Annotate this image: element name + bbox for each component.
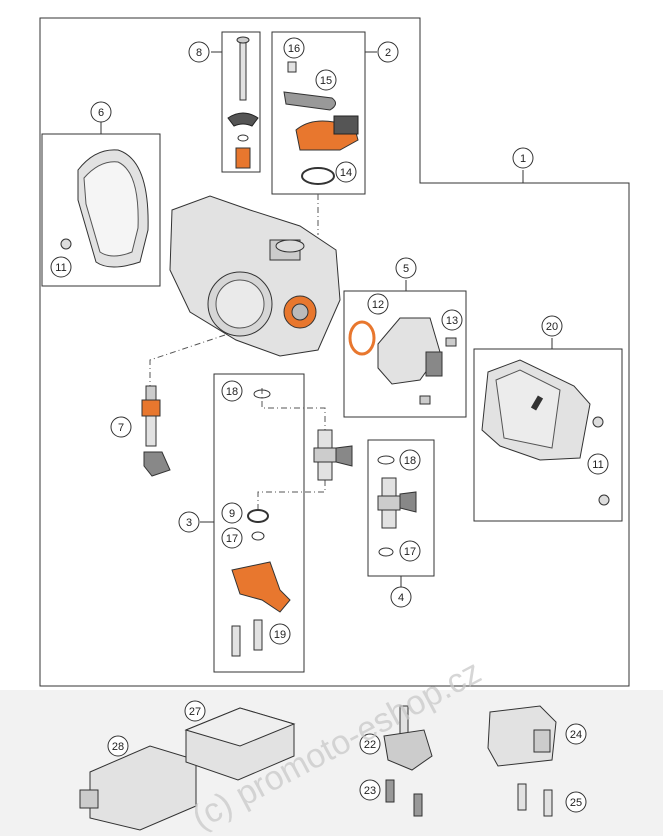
frame-20 — [473, 348, 623, 522]
cover-part-6 — [60, 149, 149, 268]
callout-label-16: 16 — [288, 43, 300, 55]
frame-5 — [343, 290, 467, 418]
callout-label-7: 7 — [118, 422, 124, 434]
callout-label-11: 11 — [55, 262, 66, 274]
callout-circle-24 — [565, 723, 587, 745]
sensor-part-5 — [348, 317, 457, 405]
callout-labels: 1234567891112131415161718192022232425272… — [50, 37, 609, 813]
callout-label-4: 4 — [398, 592, 404, 604]
callout-circle-16 — [283, 37, 305, 59]
callout-circle-18 — [221, 380, 243, 402]
callout-label-3: 3 — [186, 517, 192, 529]
callout-circle-c11b — [587, 453, 609, 475]
sensor-part-2 — [283, 61, 359, 185]
callout-label-13: 13 — [446, 315, 458, 327]
injector-part-4 — [377, 455, 417, 557]
callout-circle-14 — [335, 161, 357, 183]
callout-label-18: 18 — [226, 386, 238, 398]
callout-circle-c18b — [399, 449, 421, 471]
callout-circle-2 — [377, 41, 399, 63]
callout-circle-7 — [110, 416, 132, 438]
frame-3 — [213, 373, 305, 673]
callout-label-20: 20 — [546, 321, 558, 333]
callout-label-8: 8 — [196, 47, 202, 59]
control-unit-part-28 — [79, 745, 197, 831]
callout-label-9: 9 — [229, 508, 235, 520]
callout-label-15: 15 — [320, 75, 332, 87]
callout-label-17: 17 — [226, 533, 238, 545]
callout-circle-17 — [221, 527, 243, 549]
callout-circle-28 — [107, 735, 129, 757]
callout-circle-c17b — [399, 540, 421, 562]
callout-circle-15 — [315, 69, 337, 91]
callout-circle-3 — [178, 511, 200, 533]
callout-label-c11b: 11 — [592, 459, 603, 471]
callout-label-22: 22 — [364, 739, 376, 751]
callout-circle-22 — [359, 733, 381, 755]
callout-circle-20 — [541, 315, 563, 337]
callout-label-14: 14 — [340, 167, 352, 179]
callout-label-2: 2 — [385, 47, 391, 59]
callout-circle-19 — [269, 623, 291, 645]
callout-label-c18b: 18 — [404, 455, 416, 467]
callout-label-24: 24 — [570, 729, 582, 741]
callout-label-25: 25 — [570, 797, 582, 809]
callout-circle-1 — [512, 147, 534, 169]
callout-label-12: 12 — [372, 299, 384, 311]
control-unit-part-27 — [184, 707, 296, 781]
adjuster-part-8 — [227, 36, 259, 169]
callout-label-6: 6 — [98, 107, 104, 119]
callout-label-27: 27 — [189, 706, 201, 718]
callout-circle-27 — [184, 700, 206, 722]
callout-circle-9 — [221, 502, 243, 524]
cover-part-20 — [481, 359, 610, 506]
callout-circle-13 — [441, 309, 463, 331]
callout-circle-4 — [390, 586, 412, 608]
callout-circle-25 — [565, 791, 587, 813]
callout-circle-23 — [359, 779, 381, 801]
connector-part-24 — [487, 705, 557, 767]
injector-part-3 — [231, 389, 353, 657]
callout-circle-8 — [188, 41, 210, 63]
frame-8 — [221, 31, 261, 173]
callout-label-1: 1 — [520, 153, 526, 165]
callout-label-c17b: 17 — [404, 546, 416, 558]
injector-part-7 — [141, 385, 171, 477]
callout-circle-12 — [367, 293, 389, 315]
sensor-part-22 — [383, 705, 433, 817]
main-assembly-frame — [39, 17, 630, 687]
callout-label-5: 5 — [403, 263, 409, 275]
callout-label-28: 28 — [112, 741, 124, 753]
callout-circle-11 — [50, 256, 72, 278]
callout-label-23: 23 — [364, 785, 376, 797]
throttle-body — [169, 195, 341, 357]
screws-part-25 — [517, 783, 553, 817]
callout-circle-5 — [395, 257, 417, 279]
callout-label-19: 19 — [274, 629, 286, 641]
callout-circle-6 — [90, 101, 112, 123]
